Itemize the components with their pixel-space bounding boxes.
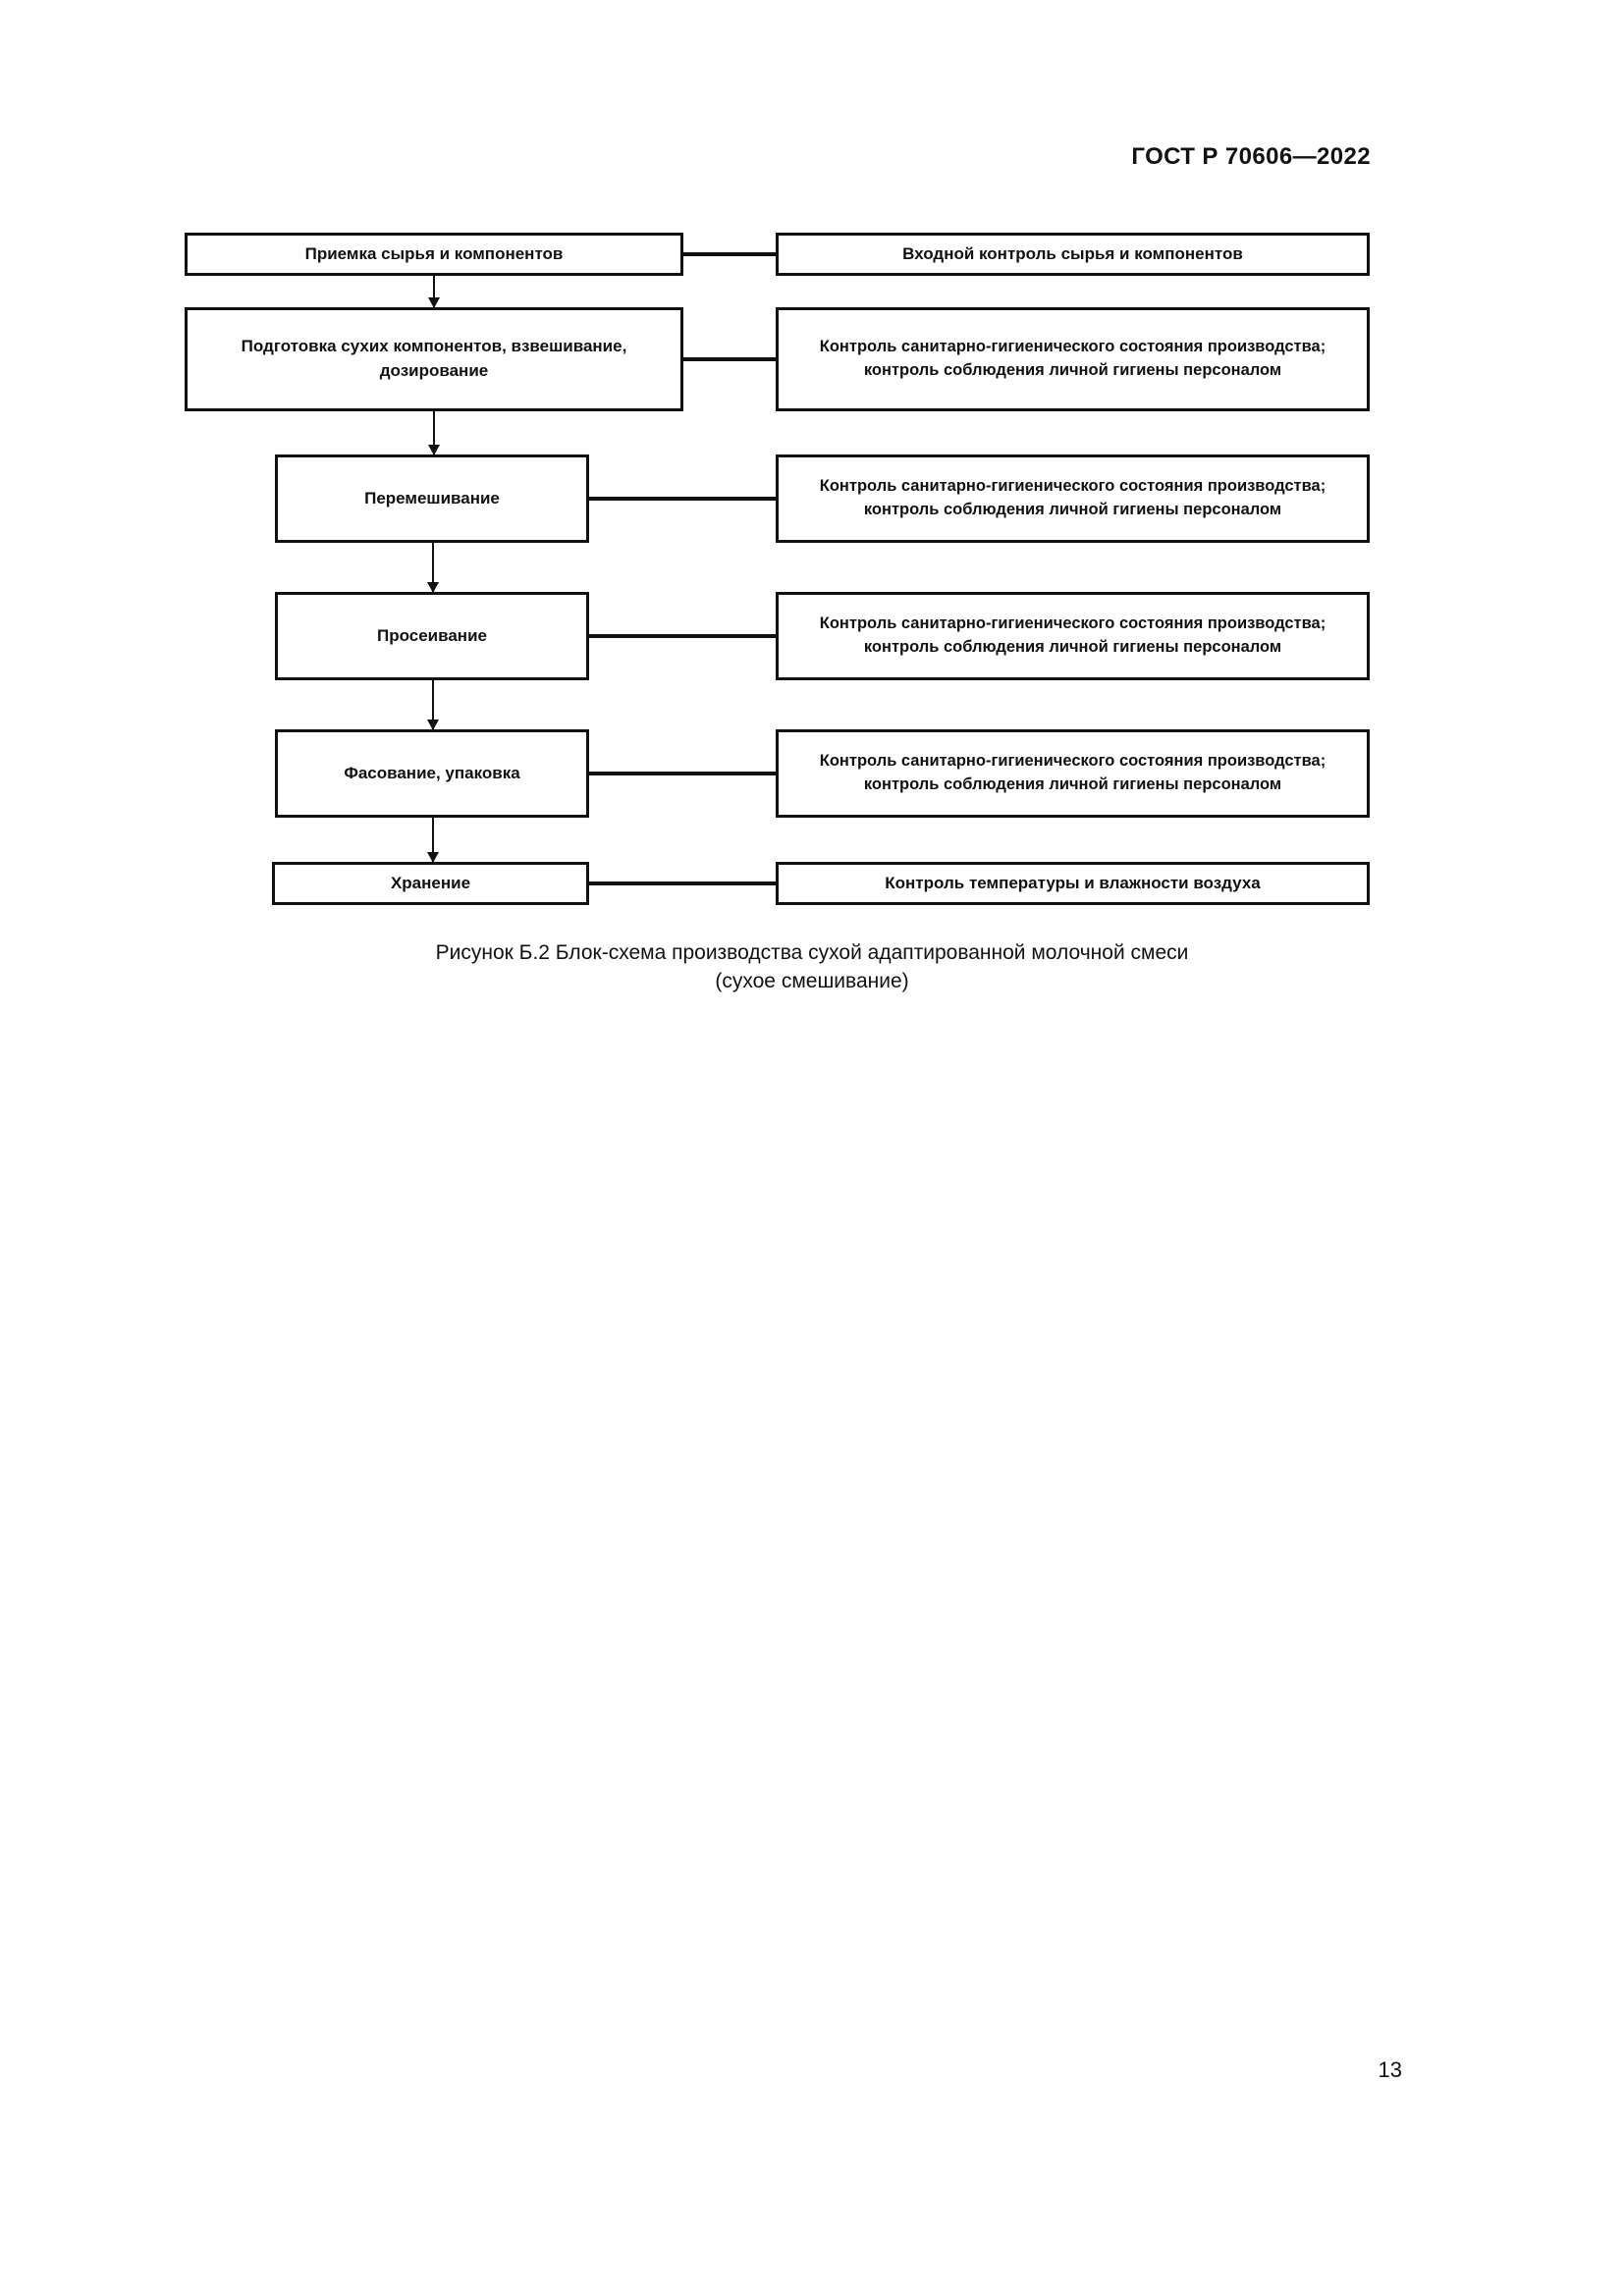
connector-preparation-to-sanitary <box>681 357 778 361</box>
arrow-acceptance-to-preparation <box>428 276 440 308</box>
connector-mixing-to-sanitary <box>587 497 778 501</box>
control-node-sanitary-packaging: Контроль санитарно-гигиенического состоя… <box>776 729 1370 818</box>
page-number: 13 <box>1378 2057 1402 2082</box>
arrow-mixing-to-sifting <box>427 543 439 593</box>
process-node-acceptance: Приемка сырья и компонентов <box>185 233 683 276</box>
process-node-sifting: Просеивание <box>275 592 589 680</box>
figure-caption-line-2: (сухое смешивание) <box>715 970 909 993</box>
control-node-sanitary-sifting: Контроль санитарно-гигиенического состоя… <box>776 592 1370 680</box>
process-node-storage: Хранение <box>272 862 589 905</box>
figure-caption: Рисунок Б.2 Блок-схема производства сухо… <box>0 938 1624 996</box>
connector-packaging-to-sanitary <box>587 772 778 775</box>
arrow-sifting-to-packaging <box>427 680 439 730</box>
control-node-temperature-humidity: Контроль температуры и влажности воздуха <box>776 862 1370 905</box>
control-node-sanitary-preparation: Контроль санитарно-гигиенического состоя… <box>776 307 1370 411</box>
connector-sifting-to-sanitary <box>587 634 778 638</box>
standard-header: ГОСТ Р 70606—2022 <box>1131 143 1371 170</box>
connector-acceptance-to-inspection <box>681 252 778 256</box>
control-node-sanitary-mixing: Контроль санитарно-гигиенического состоя… <box>776 454 1370 543</box>
arrow-preparation-to-mixing <box>428 411 440 455</box>
process-node-preparation: Подготовка сухих компонентов, взвешивани… <box>185 307 683 411</box>
process-node-mixing: Перемешивание <box>275 454 589 543</box>
process-node-packaging: Фасование, упаковка <box>275 729 589 818</box>
arrow-packaging-to-storage <box>427 818 439 863</box>
process-flow-diagram: Приемка сырья и компонентов Подготовка с… <box>0 0 1624 1041</box>
control-node-incoming-inspection: Входной контроль сырья и компонентов <box>776 233 1370 276</box>
figure-caption-line-1: Рисунок Б.2 Блок-схема производства сухо… <box>435 941 1189 964</box>
connector-storage-to-temperature-humidity <box>587 881 778 885</box>
